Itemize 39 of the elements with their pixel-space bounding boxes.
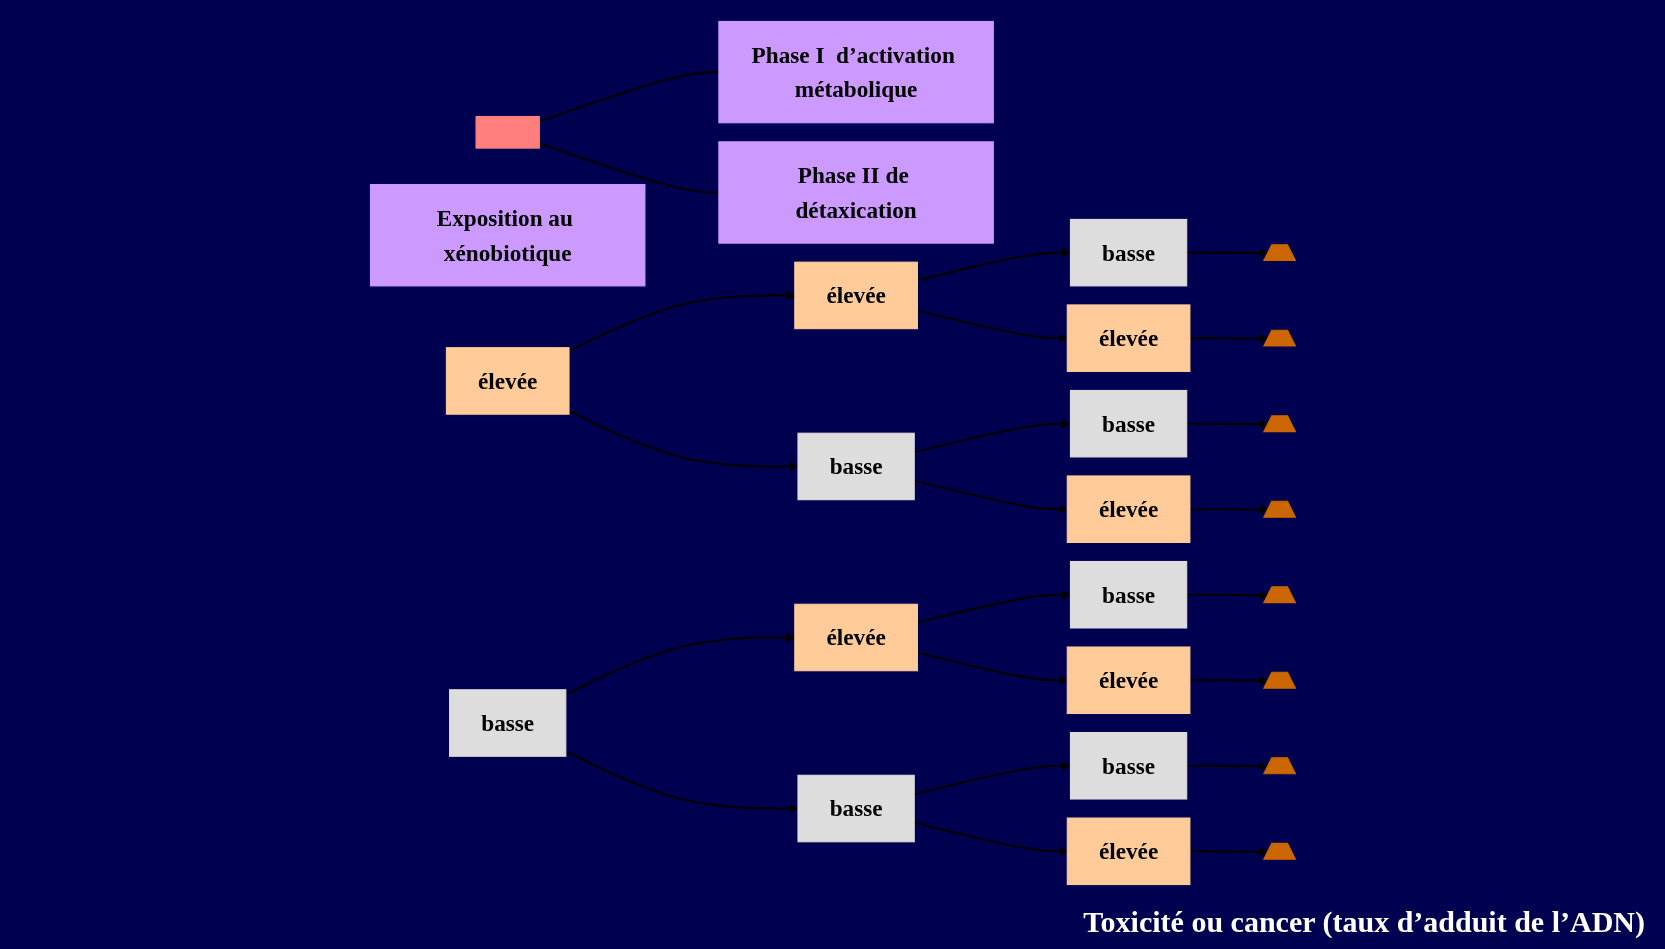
arrow [1189, 675, 1269, 685]
node-box: basse [1069, 560, 1187, 628]
node-box: basse [1069, 389, 1187, 457]
node-box: élevée [793, 261, 918, 329]
node-box: élevée [445, 346, 570, 415]
node-box: élevée [1066, 303, 1190, 372]
arrow [1186, 418, 1269, 429]
node-box: Phase II de détaxication [717, 140, 994, 244]
node-box: basse [448, 688, 566, 757]
axis-caption: Toxicité ou cancer (taux d’adduit de l’ADN) [1083, 905, 1645, 939]
node-box: élevée [1066, 817, 1190, 885]
node-bar [1262, 329, 1296, 347]
node-bar [1262, 671, 1296, 689]
node-bar [1262, 842, 1296, 860]
node-bar [1262, 756, 1296, 774]
arrow [1186, 247, 1269, 258]
node-bar [1262, 243, 1296, 261]
node-box: basse [796, 432, 915, 500]
node-box: élevée [1066, 474, 1190, 543]
node-bar [1262, 414, 1296, 432]
node-bar [1262, 500, 1296, 518]
node-box: basse [1069, 731, 1187, 800]
node-box: Phase I d’activation métabolique [717, 20, 994, 123]
connector [538, 70, 719, 122]
arrow [1189, 504, 1269, 514]
arrow [1186, 590, 1269, 600]
node-bar [1262, 585, 1296, 603]
node-box [475, 115, 540, 149]
node-box: basse [1069, 218, 1187, 286]
node-box: basse [796, 774, 915, 842]
arrow [1189, 846, 1269, 856]
arrow [568, 290, 795, 352]
arrow [568, 409, 798, 471]
node-box: Exposition au xénobiotique [369, 183, 645, 286]
arrow [1189, 333, 1269, 343]
connector [538, 141, 719, 194]
node-box: élevée [793, 603, 918, 671]
node-box: élevée [1066, 645, 1190, 714]
arrow [1186, 761, 1269, 771]
